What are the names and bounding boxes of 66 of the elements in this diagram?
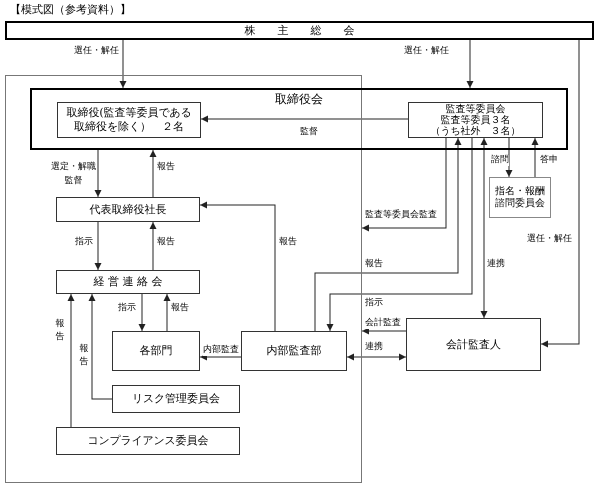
edge-label: 内部監査 [203, 345, 239, 356]
edge-label: 指示 [118, 303, 136, 314]
arrow [200, 202, 276, 332]
arrow [138, 294, 146, 332]
edge-label: 報告 [157, 237, 175, 248]
box-text: 指名・報酬諮問委員会 [494, 186, 546, 210]
committee-box [112, 385, 240, 413]
arrow [68, 294, 74, 428]
edge-label: 答申 [540, 155, 558, 166]
arrow [150, 150, 156, 198]
edge-label: 選任・解任 [404, 46, 449, 57]
president-box [56, 197, 200, 222]
arrow [362, 328, 406, 334]
auditor-box [406, 318, 541, 371]
meeting-bar [5, 21, 594, 40]
edge-label: 指示 [365, 298, 383, 309]
arrow [466, 40, 474, 88]
audit-office-box [241, 331, 347, 371]
arrow [94, 222, 102, 270]
director-box [57, 102, 201, 138]
committee-box [56, 427, 240, 455]
box-text: 株 主 総 会 [244, 24, 354, 38]
box-text: コンプライアンス委員会 [88, 434, 208, 448]
area-outline [5, 75, 362, 483]
edge-label: 報告 [171, 303, 189, 314]
arrow [120, 40, 126, 88]
arrow [200, 354, 242, 360]
arrow [362, 138, 446, 232]
box-text: 経 営 連 絡 会 [94, 275, 162, 289]
box-heading: 監査等委員会 [444, 104, 506, 114]
arrow [506, 138, 512, 178]
edge-label: 選任・解任 [74, 46, 119, 57]
box-text: 内部監査部 [266, 344, 322, 358]
box-text: リスク管理委員会 [132, 392, 220, 406]
edge-label: 連携 [487, 259, 505, 270]
edge-label: 会計監査 [365, 318, 401, 329]
committee-box [489, 177, 551, 218]
arrow [532, 138, 538, 178]
box-text: 代表取締役社長 [90, 202, 166, 216]
box-text: （うち社外 ３名） [430, 126, 522, 136]
arrow [200, 116, 408, 122]
arrow [88, 294, 112, 400]
edge-label: 監督 [300, 127, 318, 138]
edge-label: 報告 [365, 259, 383, 270]
edge-label: 報告 [157, 162, 175, 173]
arrow [164, 294, 170, 332]
edge-label: 選任・解任 [527, 234, 572, 245]
box-text: 会計監査人 [446, 338, 501, 352]
edge-label: 指示 [75, 237, 93, 248]
department-box [112, 331, 200, 371]
arrow [150, 222, 156, 270]
edge-label: 諮問 [491, 155, 509, 166]
edge-label: 監査等委員会監査 [365, 210, 437, 221]
arrow [540, 40, 580, 348]
committee-box [408, 102, 543, 138]
council-box [56, 270, 200, 294]
arrow [94, 150, 102, 198]
edge-label: 連携 [365, 342, 383, 353]
arrow [480, 138, 488, 318]
board-box [30, 88, 568, 150]
box-text: 取締役(監査等委員である取締役を除く） ２名 [65, 106, 193, 134]
box-text: 取締役会 [275, 92, 323, 106]
arrow [346, 354, 406, 360]
edge-label: 報告 [279, 237, 297, 248]
box-text: 各部門 [140, 344, 172, 358]
box-text: 監査等委員３名 [440, 114, 512, 126]
